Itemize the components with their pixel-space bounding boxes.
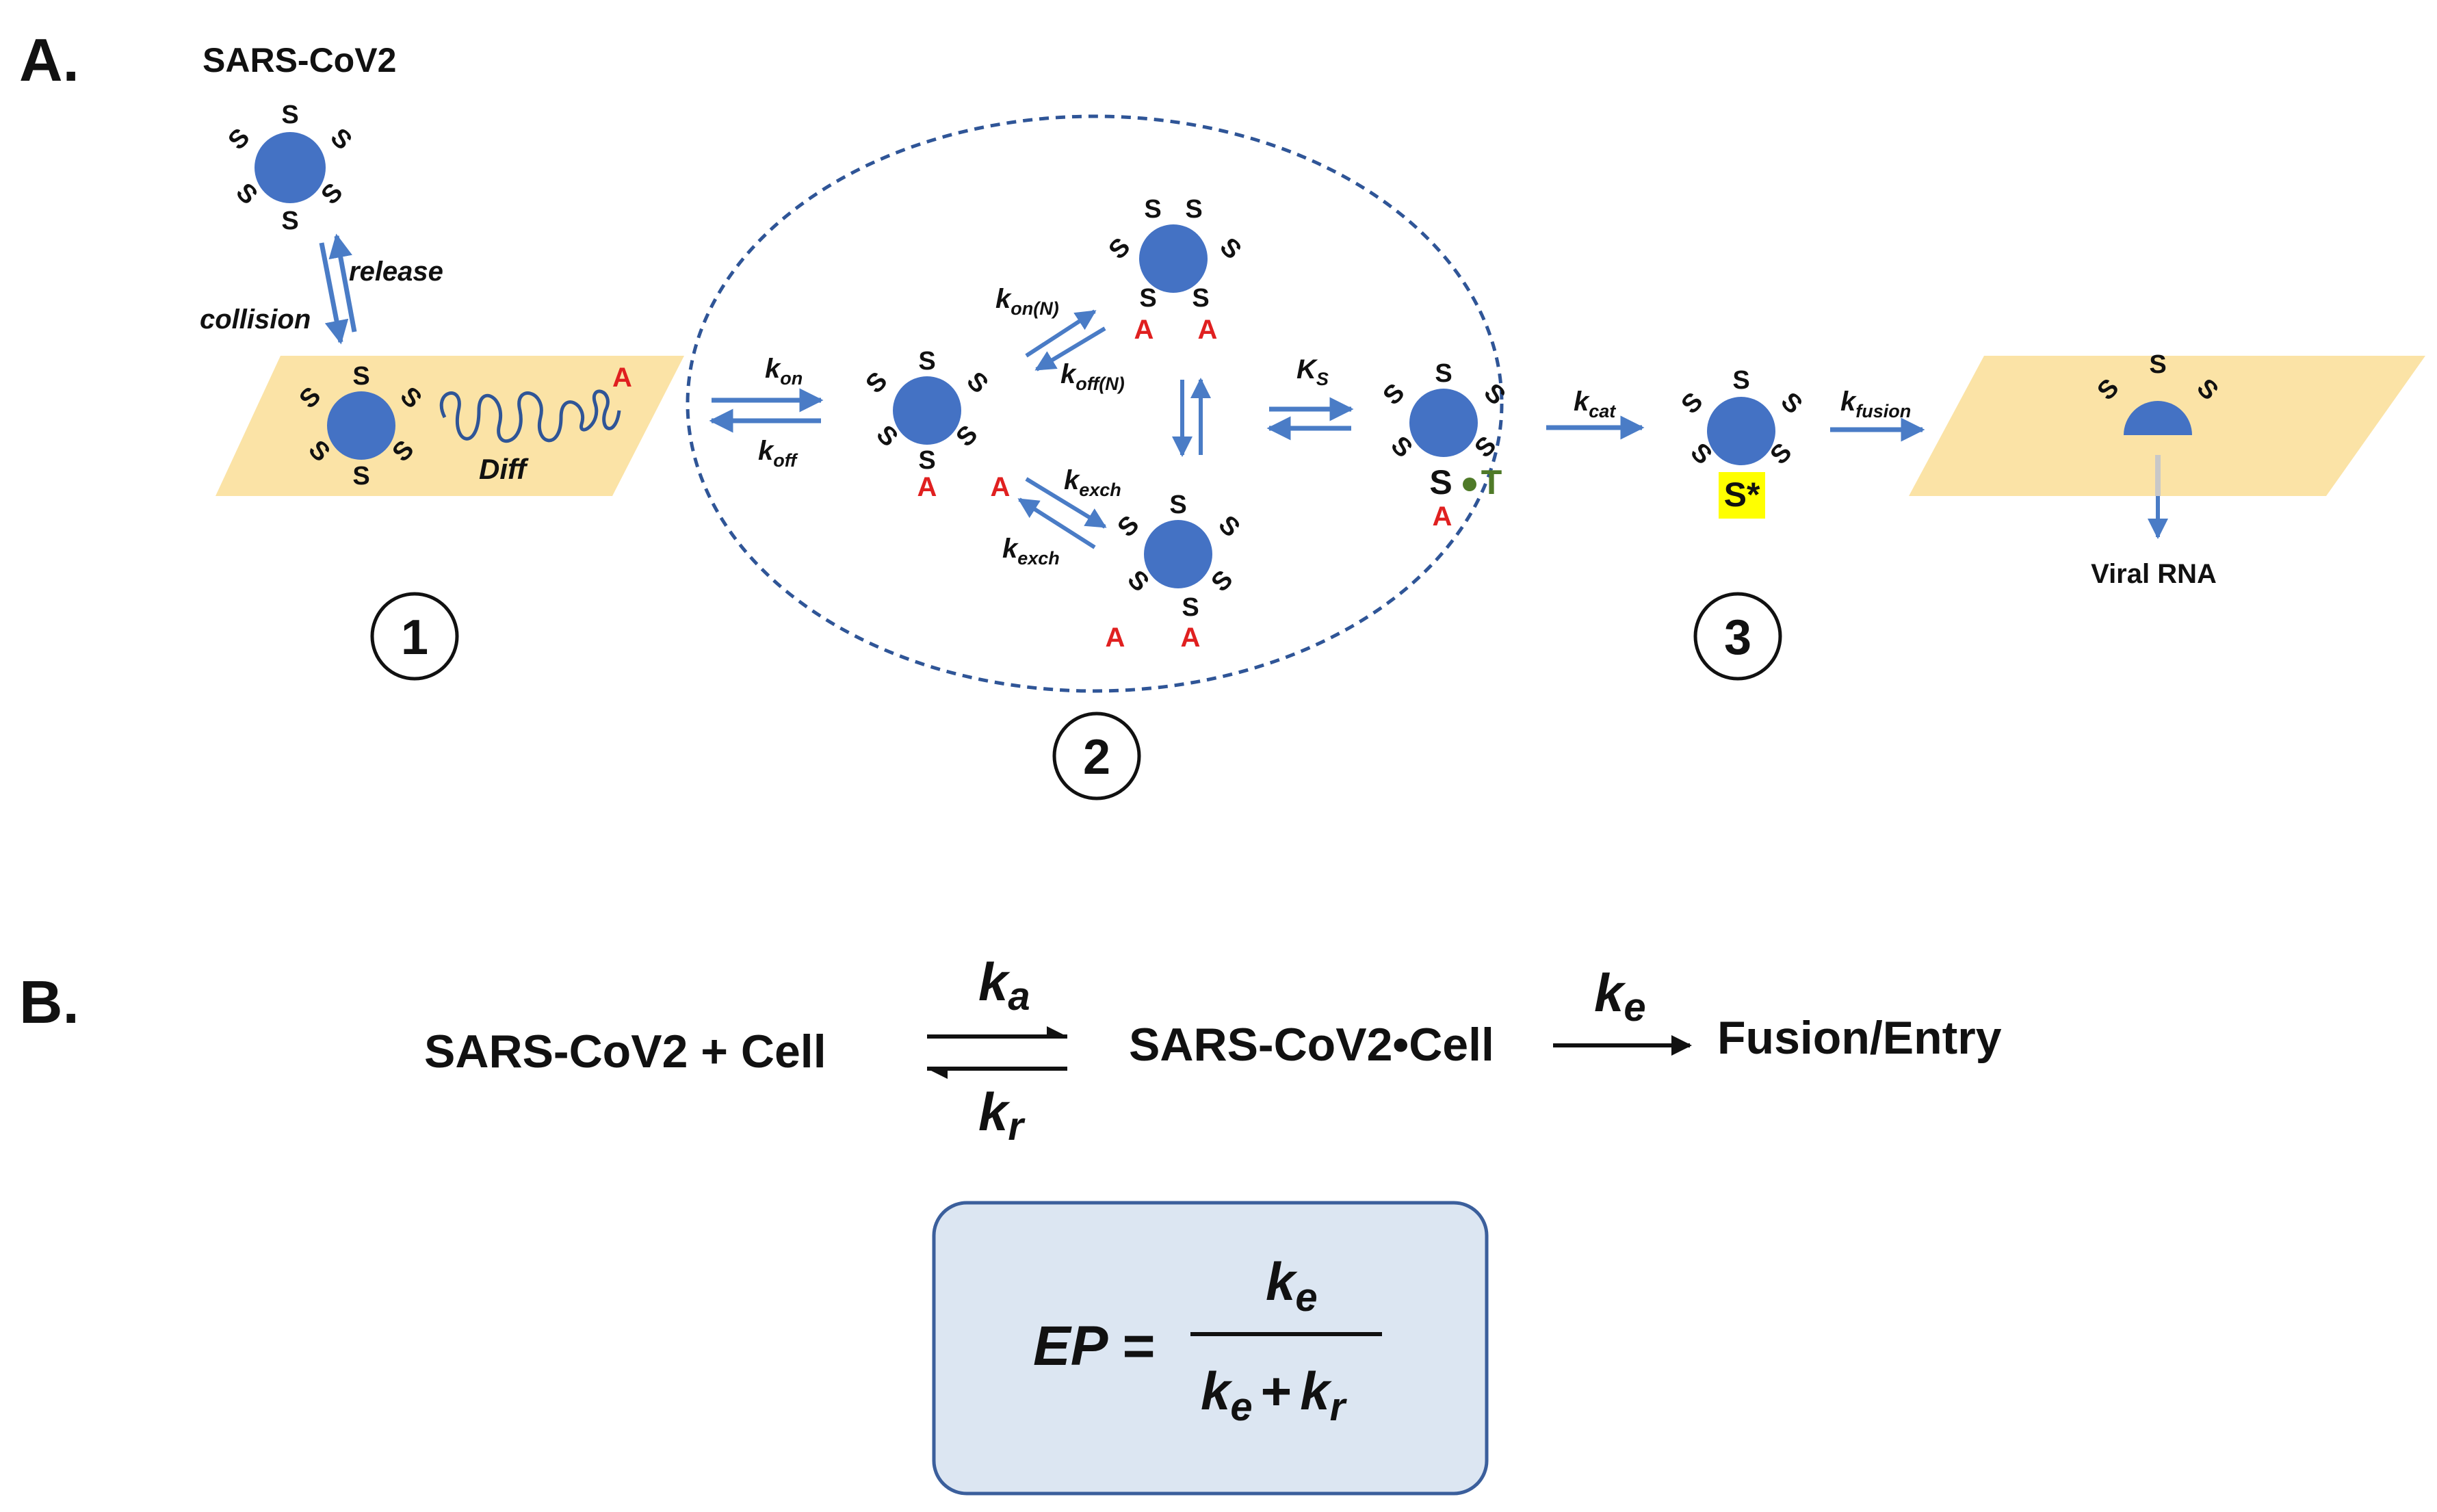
kr-arrowhead <box>927 1069 948 1079</box>
spike-label: S <box>281 207 298 235</box>
spike-label: S <box>918 347 935 376</box>
ep-formula-box <box>932 1201 1489 1496</box>
spike-label: S <box>352 462 369 491</box>
kfusion-label: kfusion <box>1840 387 1911 421</box>
spike-label: S <box>1185 195 1202 224</box>
spike-label: S <box>325 123 358 156</box>
complex-label: SARS-CoV2•Cell <box>1129 1019 1494 1071</box>
virion-activated: S S S S S S* <box>1676 366 1808 519</box>
ep-denominator: ke+kr <box>1201 1361 1348 1429</box>
spike-label: S <box>961 367 994 400</box>
kexch-reverse-arrow <box>1017 497 1096 549</box>
ks-label: KS <box>1296 354 1329 389</box>
step-2-marker: 2 <box>1052 712 1141 800</box>
spike-label: S <box>223 123 256 156</box>
collision-arrow <box>319 242 349 345</box>
spike-label: S <box>1169 491 1186 519</box>
virus-title: SARS-CoV2 <box>203 41 396 79</box>
viral-rna-label: Viral RNA <box>2091 559 2217 589</box>
activated-spike-label: S* <box>1724 475 1760 514</box>
koff-label: koff <box>758 436 798 471</box>
kexch-forward-arrow <box>1025 477 1107 529</box>
activated-highlight <box>1719 472 1765 519</box>
virion-multi-ace2-top: S S S S S S A A <box>1104 195 1247 345</box>
ep-numerator: ke <box>1266 1251 1318 1320</box>
step-1-marker: 1 <box>370 592 459 681</box>
kr-label: kr <box>978 1082 1026 1149</box>
spike-label: S <box>1192 284 1209 313</box>
ke-label: ke <box>1594 963 1646 1030</box>
spike-label: S <box>1732 366 1749 395</box>
free-virion: S S S S S S <box>223 101 358 235</box>
ka-label: ka <box>978 952 1030 1019</box>
spike-label: S <box>918 446 935 475</box>
spike-label: S <box>1104 233 1136 265</box>
spike-label: S <box>352 362 369 391</box>
release-arrow <box>328 233 357 333</box>
panel-b-label: B. <box>19 968 79 1036</box>
binding-region-ellipse <box>686 114 1504 693</box>
reactant-label: SARS-CoV2 + Cell <box>424 1026 826 1078</box>
virion-single-ace2: S S S S S S A <box>861 347 994 502</box>
ace2-label: A <box>917 472 937 502</box>
ace2-label: A <box>991 472 1011 502</box>
tmprss2-label: T <box>1481 463 1502 501</box>
panel-a-label: A. <box>19 26 79 94</box>
diffusion-path <box>439 389 621 443</box>
virion-multi-ace2-bottom: S S S S S S A A <box>1106 491 1246 653</box>
spike-label: S <box>1435 359 1452 388</box>
ka-arrowhead <box>1047 1026 1067 1037</box>
collision-label: collision <box>200 304 311 335</box>
ace2-label: A <box>612 363 632 393</box>
spike-label: S <box>1378 378 1411 411</box>
spike-label: S <box>1112 510 1145 543</box>
svg-text:3: 3 <box>1724 610 1751 665</box>
koff-n-label: koff(N) <box>1060 359 1125 394</box>
spike-label: S <box>1478 378 1511 411</box>
ace2-label: A <box>1433 501 1452 532</box>
spike-label: S <box>1144 195 1161 224</box>
spike-label: S <box>1206 565 1239 598</box>
virion-tmprss2-bound: S S S S S S T A <box>1378 359 1511 532</box>
spike-label: S <box>2149 350 2166 379</box>
ace2-label: A <box>1198 315 1218 345</box>
ep-label: EP = <box>1033 1315 1154 1377</box>
spike-label: S <box>1676 387 1709 420</box>
spike-tmprss2-s: S <box>1429 463 1452 501</box>
ace2-label: A <box>1106 623 1125 653</box>
ace2-label: A <box>1181 623 1201 653</box>
bond-dot <box>1463 478 1476 491</box>
spike-label: S <box>1213 510 1246 543</box>
diffusion-label: Diff <box>479 453 529 485</box>
release-label: release <box>349 257 443 287</box>
spike-label: S <box>1139 284 1156 313</box>
spike-label: S <box>1775 387 1808 420</box>
ace2-label: A <box>1134 315 1154 345</box>
kon-n-label: kon(N) <box>995 284 1059 319</box>
spike-label: S <box>1182 593 1199 622</box>
kon-label: kon <box>765 354 803 389</box>
cell-membrane <box>216 356 684 496</box>
svg-text:2: 2 <box>1083 730 1110 785</box>
koff-n-arrow <box>1034 326 1106 372</box>
svg-text:1: 1 <box>401 610 428 665</box>
kexch-label-top: kexch <box>1064 465 1121 500</box>
kon-n-arrow <box>1025 309 1097 358</box>
spike-label: S <box>861 367 894 400</box>
step-3-marker: 3 <box>1693 592 1782 681</box>
spike-label: S <box>281 101 298 129</box>
kcat-label: kcat <box>1574 387 1616 421</box>
product-label: Fusion/Entry <box>1717 1012 2002 1064</box>
spike-label: S <box>1214 233 1247 265</box>
kexch-label-bottom: kexch <box>1002 534 1060 569</box>
